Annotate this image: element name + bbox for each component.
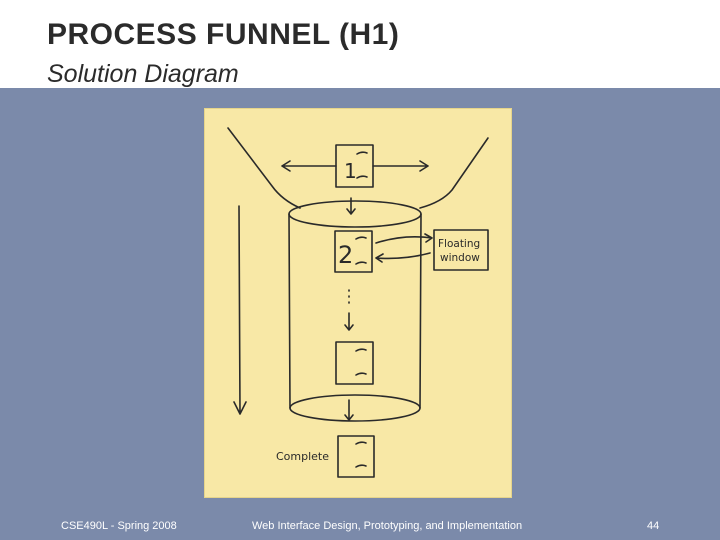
funnel-diagram: 1 2 Floating window Complete — [227, 127, 489, 478]
step-1-number: 1 — [344, 159, 357, 183]
step-3-box — [335, 341, 374, 385]
funnel-bottom-ellipse — [289, 394, 421, 422]
flow-arrow-1 — [346, 197, 356, 215]
complete-box — [337, 435, 375, 478]
funnel-sketch: 1 2 Floating window Complete — [204, 108, 512, 498]
funnel-left-side — [288, 213, 291, 409]
step-3-marks — [355, 348, 367, 376]
from-floating-arrow — [375, 252, 431, 263]
to-floating-arrow — [375, 233, 433, 244]
step-1-arrow-right — [372, 160, 429, 172]
floating-window-label-2: window — [440, 252, 480, 264]
step-2-box — [334, 230, 373, 273]
slide-title: PROCESS FUNNEL (H1) — [47, 18, 400, 51]
funnel-right-edge — [419, 137, 489, 209]
funnel-left-edge — [227, 127, 301, 209]
flow-arrow-3 — [344, 399, 354, 421]
step-2-number: 2 — [338, 241, 353, 269]
funnel-top-ellipse — [288, 200, 422, 228]
flow-arrow-2 — [344, 312, 354, 331]
footer-page-number: 44 — [647, 520, 660, 532]
step-1-marks — [356, 151, 368, 179]
floating-window-box — [433, 229, 489, 271]
title-band — [0, 0, 720, 88]
funnel-right-side — [419, 213, 422, 409]
step-1-box — [335, 144, 374, 188]
complete-label: Complete — [276, 450, 329, 463]
slide-subtitle: Solution Diagram — [47, 60, 239, 88]
footer-course-title: Web Interface Design, Prototyping, and I… — [252, 520, 523, 532]
floating-window-label-1: Floating — [438, 238, 480, 250]
complete-marks — [355, 441, 367, 468]
progress-arrow — [233, 205, 247, 415]
footer-course: CSE490L - Spring 2008 — [61, 520, 177, 532]
step-2-marks — [355, 236, 367, 265]
step-1-arrow — [281, 160, 337, 172]
